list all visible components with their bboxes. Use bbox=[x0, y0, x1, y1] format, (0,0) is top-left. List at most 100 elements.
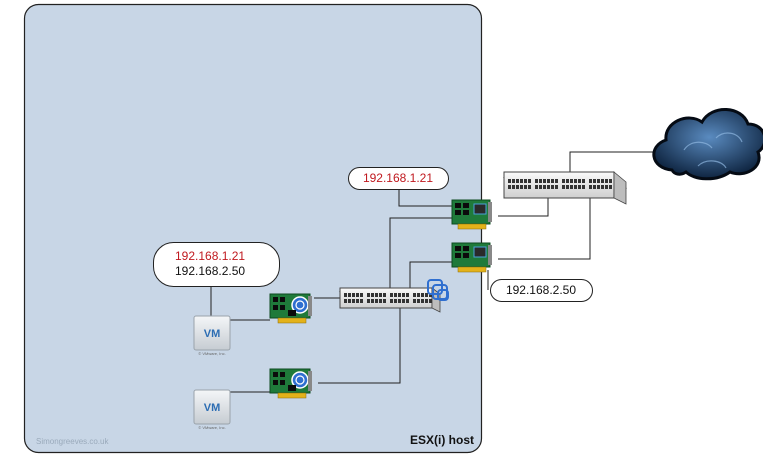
switch-port bbox=[429, 299, 432, 303]
switch-port bbox=[574, 185, 577, 189]
switch-port bbox=[429, 293, 432, 297]
switch-port bbox=[360, 293, 363, 297]
switch-port bbox=[535, 185, 538, 189]
switch-port bbox=[562, 185, 565, 189]
switch-port bbox=[375, 293, 378, 297]
switch-port bbox=[582, 185, 585, 189]
switch-port bbox=[402, 299, 405, 303]
switch-port bbox=[551, 185, 554, 189]
switch-port bbox=[508, 185, 511, 189]
switch-port bbox=[609, 179, 612, 183]
switch-port bbox=[356, 293, 359, 297]
switch-port bbox=[402, 293, 405, 297]
switch-port bbox=[555, 185, 558, 189]
switch-port bbox=[597, 185, 600, 189]
switch-port bbox=[348, 293, 351, 297]
switch-port bbox=[601, 179, 604, 183]
switch-port bbox=[425, 293, 428, 297]
switch-port bbox=[524, 185, 527, 189]
switch-port bbox=[371, 299, 374, 303]
pnic-lower-ip-callout: 192.168.2.50 bbox=[490, 279, 593, 302]
switch-port bbox=[360, 299, 363, 303]
switch-port bbox=[547, 179, 550, 183]
switch-port bbox=[516, 179, 519, 183]
pnic-upper-ip-callout: 192.168.1.21 bbox=[348, 167, 449, 190]
switch-port bbox=[512, 179, 515, 183]
vm2-icon: VM © VMware, Inc. bbox=[193, 389, 231, 430]
switch-port bbox=[379, 293, 382, 297]
switch-port bbox=[390, 293, 393, 297]
switch-port bbox=[352, 293, 355, 297]
vm1-ip-callout: 192.168.1.21 192.168.2.50 bbox=[153, 242, 280, 287]
physical-switch-icon bbox=[502, 171, 628, 205]
switch-port bbox=[348, 299, 351, 303]
switch-port bbox=[562, 179, 565, 183]
switch-port bbox=[589, 185, 592, 189]
switch-port bbox=[344, 299, 347, 303]
switch-port bbox=[344, 293, 347, 297]
physical-nic-lower bbox=[451, 242, 493, 273]
switch-port bbox=[383, 293, 386, 297]
pnic-lower-ip: 192.168.2.50 bbox=[506, 283, 576, 297]
switch-port bbox=[413, 293, 416, 297]
switch-port bbox=[512, 185, 515, 189]
switch-port bbox=[394, 293, 397, 297]
switch-port bbox=[589, 179, 592, 183]
pnic-upper-ip: 192.168.1.21 bbox=[363, 171, 433, 185]
switch-port bbox=[601, 185, 604, 189]
switch-port bbox=[570, 185, 573, 189]
vm2-icon-text: VM bbox=[204, 402, 221, 414]
switch-port bbox=[421, 293, 424, 297]
switch-port bbox=[570, 179, 573, 183]
switch-port bbox=[597, 179, 600, 183]
switch-port bbox=[528, 179, 531, 183]
switch-port bbox=[605, 185, 608, 189]
switch-port bbox=[508, 179, 511, 183]
switch-port bbox=[406, 299, 409, 303]
switch-port bbox=[543, 179, 546, 183]
switch-port bbox=[406, 293, 409, 297]
switch-port bbox=[390, 299, 393, 303]
cloud-icon bbox=[652, 108, 763, 181]
switch-port bbox=[413, 299, 416, 303]
switch-port bbox=[520, 185, 523, 189]
switch-port bbox=[421, 299, 424, 303]
vmware-logo-icon bbox=[427, 279, 449, 301]
switch-port bbox=[520, 179, 523, 183]
switch-port bbox=[535, 179, 538, 183]
esx-host-box bbox=[23, 3, 483, 454]
switch-port bbox=[605, 179, 608, 183]
switch-port bbox=[551, 179, 554, 183]
switch-port bbox=[398, 293, 401, 297]
switch-port bbox=[593, 185, 596, 189]
switch-port bbox=[582, 179, 585, 183]
switch-port bbox=[578, 179, 581, 183]
switch-port bbox=[574, 179, 577, 183]
switch-port bbox=[417, 293, 420, 297]
vm1-icon: VM © VMware, Inc. bbox=[193, 315, 231, 356]
vm1-ip-primary: 192.168.1.21 bbox=[175, 249, 245, 263]
vm1-ip-secondary: 192.168.2.50 bbox=[175, 264, 245, 278]
vm2-caption: © VMware, Inc. bbox=[198, 425, 225, 430]
switch-port bbox=[371, 293, 374, 297]
switch-port bbox=[425, 299, 428, 303]
switch-port bbox=[578, 185, 581, 189]
switch-port bbox=[593, 179, 596, 183]
switch-port bbox=[539, 185, 542, 189]
switch-port bbox=[528, 185, 531, 189]
switch-port bbox=[566, 185, 569, 189]
switch-port bbox=[379, 299, 382, 303]
switch-port bbox=[524, 179, 527, 183]
host-label: ESX(i) host bbox=[410, 433, 474, 447]
switch-port bbox=[356, 299, 359, 303]
watermark: Simongreeves.co.uk bbox=[36, 437, 109, 446]
vm1-caption: © VMware, Inc. bbox=[198, 351, 225, 356]
switch-port bbox=[375, 299, 378, 303]
switch-port bbox=[417, 299, 420, 303]
vm1-icon-text: VM bbox=[204, 328, 221, 340]
switch-port bbox=[367, 293, 370, 297]
switch-port bbox=[352, 299, 355, 303]
switch-port bbox=[516, 185, 519, 189]
switch-port bbox=[394, 299, 397, 303]
switch-port bbox=[609, 185, 612, 189]
